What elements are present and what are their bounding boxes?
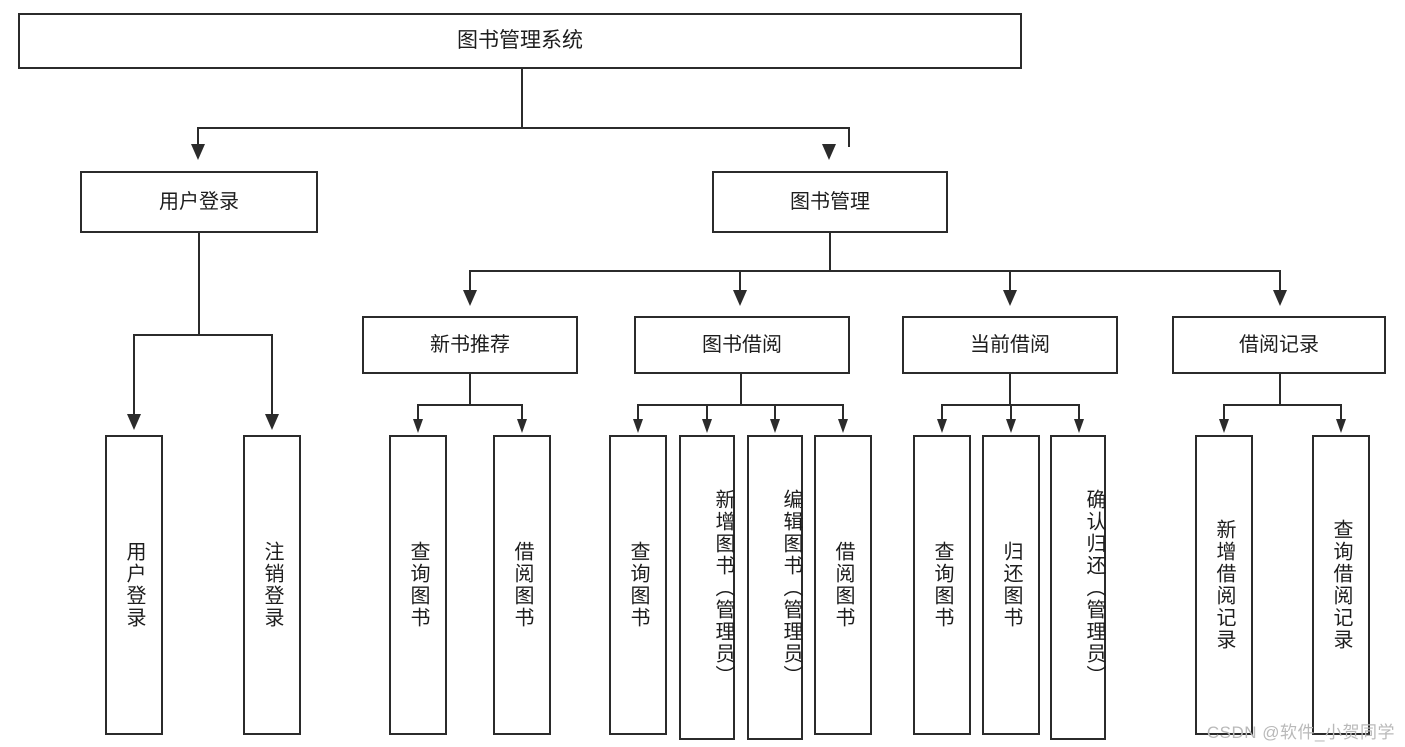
leaf-user-login[interactable]: 用户登录	[105, 435, 163, 735]
arrow-to-leaf-user-login	[127, 414, 141, 430]
leaf-bb-edit-book-admin[interactable]: 编辑图书（管理员）	[747, 435, 803, 740]
connector-nbr-drop-2	[521, 404, 523, 420]
connector-nbr-drop-1	[417, 404, 419, 420]
connector-root-stem	[521, 69, 523, 128]
node-borrow-record[interactable]: 借阅记录	[1172, 316, 1386, 374]
leaf-nbr-query-book[interactable]: 查询图书	[389, 435, 447, 735]
arrow-to-leaf-cb-query-book	[937, 419, 947, 433]
arrow-to-leaf-nbr-borrow-book	[517, 419, 527, 433]
leaf-nbr-borrow-book[interactable]: 借阅图书	[493, 435, 551, 735]
arrow-to-leaf-br-add-record	[1219, 419, 1229, 433]
arrow-to-leaf-logout	[265, 414, 279, 430]
connector-user-login-stem	[198, 233, 200, 335]
node-current-borrow[interactable]: 当前借阅	[902, 316, 1118, 374]
arrow-to-leaf-cb-confirm-return	[1074, 419, 1084, 433]
connector-bb-drop-3	[774, 404, 776, 420]
arrow-to-leaf-cb-return-book	[1006, 419, 1016, 433]
connector-book-management-stem	[829, 233, 831, 271]
connector-root-bar	[197, 127, 849, 129]
node-new-book-recommend[interactable]: 新书推荐	[362, 316, 578, 374]
connector-nbr-bar	[417, 404, 522, 406]
leaf-bb-add-book-admin[interactable]: 新增图书（管理员）	[679, 435, 735, 740]
leaf-logout[interactable]: 注销登录	[243, 435, 301, 735]
connector-cb-stem	[1009, 374, 1011, 405]
connector-cb-drop-1	[941, 404, 943, 420]
connector-bb-drop-1	[637, 404, 639, 420]
connector-br-drop-1	[1223, 404, 1225, 420]
node-root-library-management-system[interactable]: 图书管理系统	[18, 13, 1022, 69]
connector-nbr-stem	[469, 374, 471, 405]
node-user-login[interactable]: 用户登录	[80, 171, 318, 233]
connector-br-drop-2	[1340, 404, 1342, 420]
leaf-bb-query-book[interactable]: 查询图书	[609, 435, 667, 735]
connector-root-drop-2	[848, 127, 850, 147]
connector-level2-bar	[469, 270, 1281, 272]
leaf-br-query-record[interactable]: 查询借阅记录	[1312, 435, 1370, 735]
arrow-to-new-book-recommend	[463, 290, 477, 306]
arrow-to-leaf-bb-borrow-book	[838, 419, 848, 433]
arrow-to-user-login	[191, 144, 205, 160]
connector-bb-drop-4	[842, 404, 844, 420]
connector-root-drop-1	[197, 127, 199, 147]
node-book-borrow[interactable]: 图书借阅	[634, 316, 850, 374]
connector-user-login-drop-2	[271, 334, 273, 416]
leaf-br-add-record[interactable]: 新增借阅记录	[1195, 435, 1253, 735]
leaf-cb-confirm-return-admin[interactable]: 确认归还（管理员）	[1050, 435, 1106, 740]
arrow-to-book-management	[822, 144, 836, 160]
arrow-to-borrow-record	[1273, 290, 1287, 306]
connector-user-login-bar	[133, 334, 272, 336]
connector-bb-bar	[637, 404, 844, 406]
connector-level2-drop-2	[739, 270, 741, 292]
connector-level2-drop-4	[1279, 270, 1281, 292]
leaf-cb-return-book[interactable]: 归还图书	[982, 435, 1040, 735]
connector-user-login-drop-1	[133, 334, 135, 416]
arrow-to-leaf-bb-add-book	[702, 419, 712, 433]
connector-cb-drop-2	[1010, 404, 1012, 420]
connector-level2-drop-1	[469, 270, 471, 292]
connector-cb-drop-3	[1078, 404, 1080, 420]
arrow-to-leaf-bb-edit-book	[770, 419, 780, 433]
connector-br-bar	[1223, 404, 1341, 406]
connector-bb-stem	[740, 374, 742, 405]
arrow-to-current-borrow	[1003, 290, 1017, 306]
leaf-cb-query-book[interactable]: 查询图书	[913, 435, 971, 735]
arrow-to-leaf-bb-query-book	[633, 419, 643, 433]
leaf-bb-borrow-book[interactable]: 借阅图书	[814, 435, 872, 735]
node-book-management[interactable]: 图书管理	[712, 171, 948, 233]
arrow-to-book-borrow	[733, 290, 747, 306]
connector-br-stem	[1279, 374, 1281, 405]
connector-bb-drop-2	[706, 404, 708, 420]
connector-level2-drop-3	[1009, 270, 1011, 292]
arrow-to-leaf-br-query-record	[1336, 419, 1346, 433]
arrow-to-leaf-nbr-query-book	[413, 419, 423, 433]
